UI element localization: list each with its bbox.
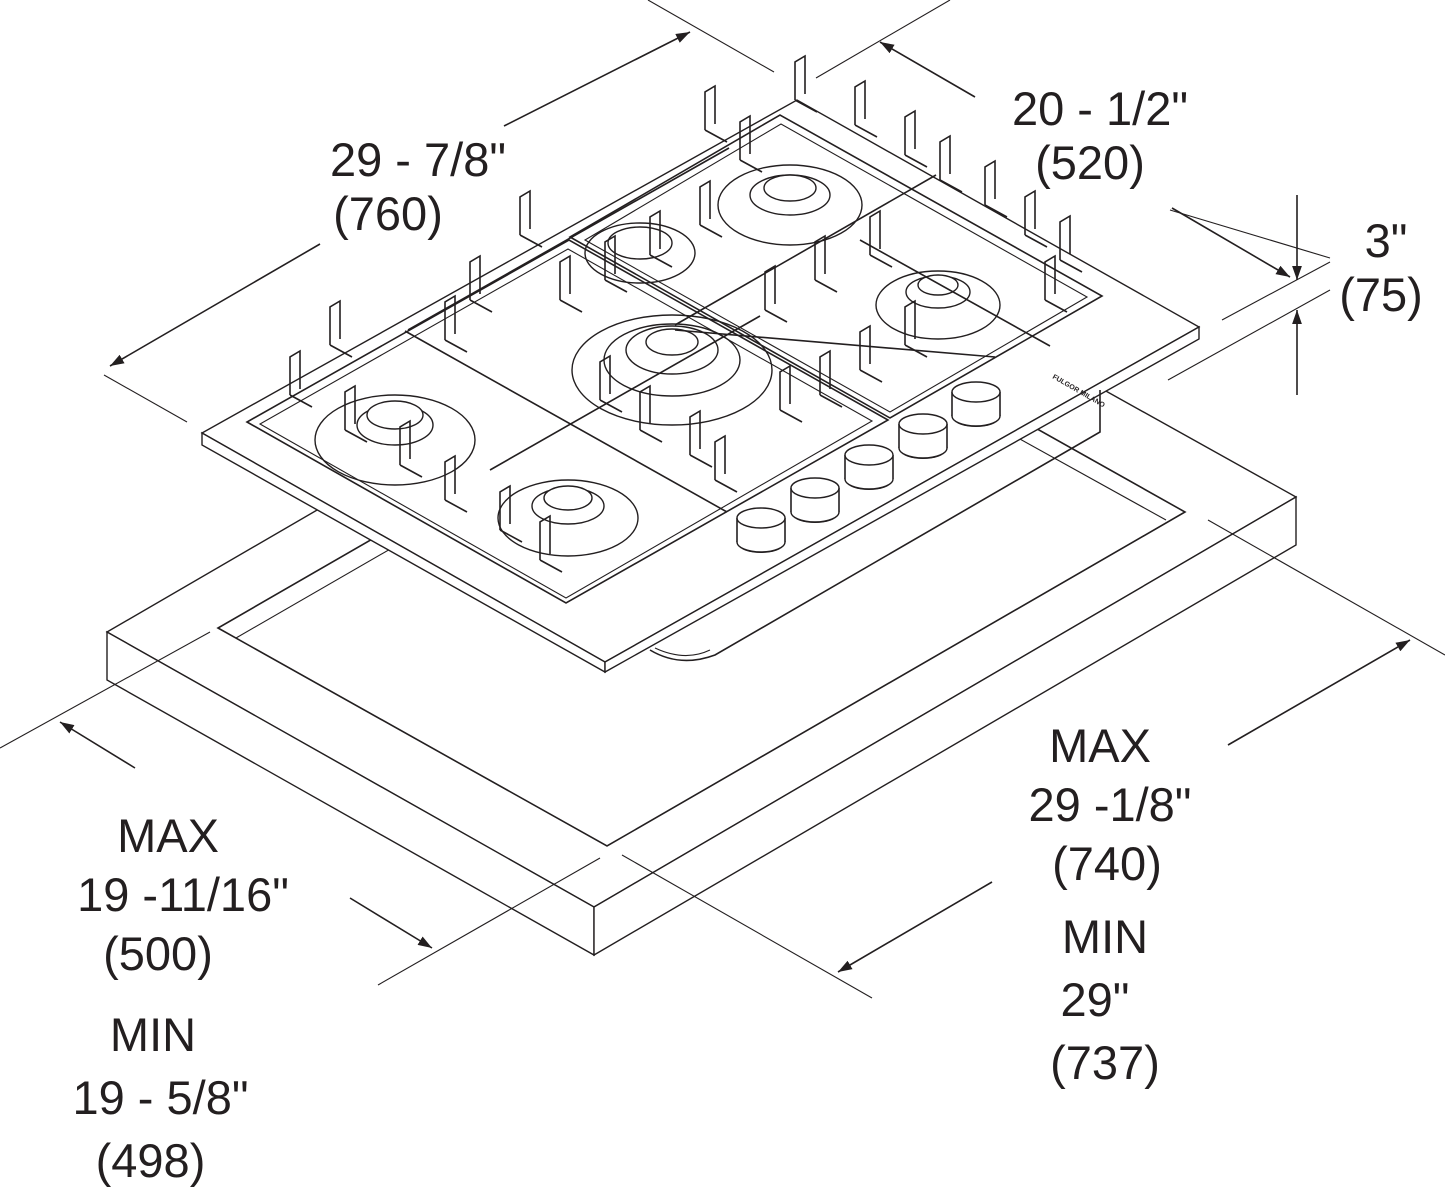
cutout-depth-label: MAX 19 -11/16" (500) MIN 19 - 5/8" (498) xyxy=(48,806,318,1190)
grate-finger xyxy=(604,234,628,293)
cutout-depth-min-label: MIN xyxy=(109,1008,197,1061)
burner-back-left xyxy=(584,222,696,284)
cutout-depth-min-in: 19 - 5/8" xyxy=(72,1071,249,1124)
cutout-width-min-in: 29" xyxy=(1060,973,1130,1026)
grate-finger xyxy=(469,254,493,313)
grate-finger xyxy=(939,134,963,193)
width-inches: 29 - 7/8" xyxy=(329,133,507,186)
grate-finger xyxy=(399,419,423,478)
burner-right xyxy=(875,270,1001,340)
grate-finger xyxy=(704,84,728,143)
grate-finger xyxy=(794,54,818,113)
grate-finger xyxy=(649,209,673,268)
grate-finger xyxy=(1059,214,1083,273)
grate-finger xyxy=(1044,254,1068,313)
grate-finger xyxy=(764,264,788,323)
grate-finger xyxy=(859,324,883,383)
control-knob xyxy=(736,507,786,553)
cutout-depth-max-mm: (500) xyxy=(103,927,213,980)
grate-finger xyxy=(699,179,723,238)
grate-finger xyxy=(559,254,583,313)
grate-finger xyxy=(639,384,663,443)
width-mm: (760) xyxy=(333,187,443,240)
cutout-width-max-mm: (740) xyxy=(1052,837,1162,890)
grate-finger xyxy=(819,349,843,408)
height-inches: 3" xyxy=(1364,214,1408,267)
control-knob xyxy=(951,381,1001,427)
grate-finger xyxy=(714,434,738,493)
depth-dimension-label: 20 - 1/2" (520) xyxy=(980,82,1220,190)
cutout-width-min-mm: (737) xyxy=(1050,1036,1160,1089)
control-knob xyxy=(790,477,840,523)
grate-finger xyxy=(329,299,353,358)
burner-center-wok xyxy=(571,314,773,426)
grate-finger xyxy=(689,409,713,468)
grate-finger xyxy=(814,234,838,293)
burner-front-center xyxy=(497,479,639,557)
grate-finger xyxy=(869,209,893,268)
dimension-lines xyxy=(0,0,1445,999)
grate-finger xyxy=(539,514,563,573)
grate-finger xyxy=(779,364,803,423)
height-dimension-label: 3" (75) xyxy=(1326,214,1436,322)
height-mm: (75) xyxy=(1339,268,1423,321)
width-dimension-label: 29 - 7/8" (760) xyxy=(298,133,538,241)
grate-finger xyxy=(599,354,623,413)
burner-front-left xyxy=(314,394,476,486)
grates xyxy=(245,54,1104,604)
grate-finger xyxy=(444,454,468,513)
cutout-depth-max-label: MAX xyxy=(117,809,219,862)
grate-finger xyxy=(904,299,928,358)
control-knob xyxy=(898,413,948,459)
depth-mm: (520) xyxy=(1035,136,1145,189)
grate-finger xyxy=(1024,189,1048,248)
grate-finger xyxy=(519,189,543,248)
cutout-width-max-in: 29 -1/8" xyxy=(1028,778,1192,831)
control-knob xyxy=(844,444,894,490)
grate-finger xyxy=(904,109,928,168)
control-knobs xyxy=(736,381,1001,553)
grate-finger xyxy=(344,384,368,443)
depth-inches: 20 - 1/2" xyxy=(1011,82,1189,135)
grate-finger xyxy=(984,159,1008,218)
grate-finger xyxy=(444,294,468,353)
cutout-width-max-label: MAX xyxy=(1049,719,1151,772)
grate-finger xyxy=(499,484,523,543)
cutout-depth-min-mm: (498) xyxy=(95,1134,206,1187)
grate-finger xyxy=(854,79,878,138)
grate-finger xyxy=(739,114,763,173)
grate-finger xyxy=(289,349,313,408)
cutout-width-min-label: MIN xyxy=(1061,910,1149,963)
burner-back-center xyxy=(717,164,863,246)
cutout-width-label: MAX 29 -1/8" (740) MIN 29" (737) xyxy=(990,716,1230,1092)
cutout-depth-max-in: 19 -11/16" xyxy=(77,868,289,921)
